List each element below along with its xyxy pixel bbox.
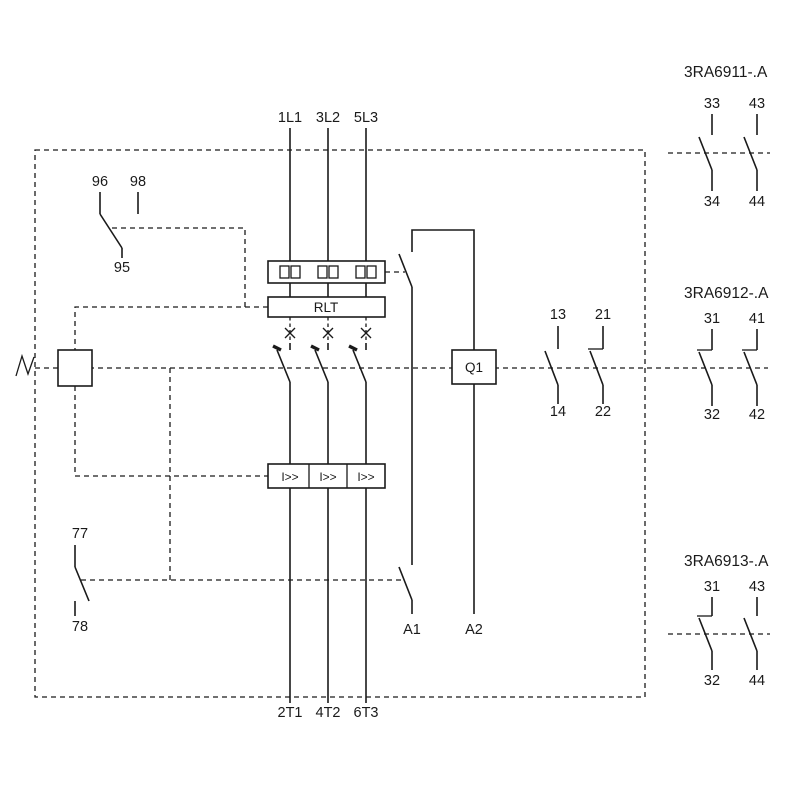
disconnect-contact-icon <box>279 265 290 279</box>
main-contact-l3-icon <box>352 349 367 383</box>
terminal-label-31: 31 <box>704 311 720 327</box>
wire-coil-top <box>411 229 475 350</box>
mechanism-to-release-link <box>74 386 268 477</box>
terminal-label-96: 96 <box>92 174 108 190</box>
nc-contact-41-42-icon <box>743 351 758 386</box>
main-contact-l1-icon <box>276 349 291 383</box>
trip-cross-icon <box>284 327 296 339</box>
no-contact-77-78-icon <box>74 566 90 602</box>
terminal-label-2t1: 2T1 <box>278 705 303 721</box>
terminal-label-1l1: 1L1 <box>278 110 302 126</box>
release-label-1: I>> <box>281 470 298 484</box>
no-contact-43-44-icon <box>743 136 758 171</box>
aux-block3-title: 3RA6913-.A <box>684 553 769 570</box>
terminal-label-14: 14 <box>550 404 566 420</box>
terminal-label-44: 44 <box>749 194 765 210</box>
nc-contact-31-32-icon <box>698 351 713 386</box>
trip-cross-icon <box>322 327 334 339</box>
release-label-2: I>> <box>319 470 336 484</box>
overload-relay-label: RLT <box>314 300 339 315</box>
terminal-label-4t2: 4T2 <box>316 705 341 721</box>
coil-label-q1: Q1 <box>465 360 483 375</box>
mechanism-contact-lower-icon <box>398 566 413 601</box>
terminal-label-43b: 43 <box>749 579 765 595</box>
terminal-label-a2: A2 <box>465 622 483 638</box>
main-contact-tick <box>272 344 282 352</box>
nc-contact-31-32b-icon <box>698 617 713 652</box>
terminal-label-32: 32 <box>704 407 720 423</box>
no-contact-43-44b-icon <box>743 617 758 652</box>
trip-signal-link <box>112 227 246 307</box>
mechanism-to-overload-link <box>74 306 268 350</box>
terminal-label-41: 41 <box>749 311 765 327</box>
terminal-label-21: 21 <box>595 307 611 323</box>
manual-operator-icon <box>15 353 35 377</box>
terminal-label-3l2: 3L2 <box>316 110 340 126</box>
terminal-label-78: 78 <box>72 619 88 635</box>
disconnect-contact-icon <box>328 265 339 279</box>
terminal-label-33: 33 <box>704 96 720 112</box>
terminal-label-6t3: 6T3 <box>354 705 379 721</box>
terminal-label-44b: 44 <box>749 673 765 689</box>
device-boundary <box>34 149 646 698</box>
terminal-label-77: 77 <box>72 526 88 542</box>
changeover-contact-icon <box>99 213 123 249</box>
terminal-label-42: 42 <box>749 407 765 423</box>
main-contact-tick <box>348 344 358 352</box>
terminal-label-98: 98 <box>130 174 146 190</box>
function-boxes <box>57 260 497 489</box>
terminal-label-13: 13 <box>550 307 566 323</box>
aux-block1-title: 3RA6911-.A <box>684 64 768 81</box>
terminal-label-32b: 32 <box>704 673 720 689</box>
terminal-label-a1: A1 <box>403 622 421 638</box>
mechanism-contact-upper-icon <box>398 253 413 288</box>
disconnect-contact-icon <box>355 265 366 279</box>
terminal-label-22: 22 <box>595 404 611 420</box>
nc-contact-21-22-icon <box>589 350 604 386</box>
mechanical-links <box>34 149 770 698</box>
no-contact-13-14-icon <box>544 350 559 386</box>
terminal-label-43: 43 <box>749 96 765 112</box>
main-contact-l2-icon <box>314 349 329 383</box>
overload-relay-box <box>267 296 386 318</box>
no-contact-33-34-icon <box>698 136 713 171</box>
disconnect-contact-icon <box>366 265 377 279</box>
disconnect-contact-icon <box>317 265 328 279</box>
trip-cross-icon <box>360 327 372 339</box>
terminal-label-5l3: 5L3 <box>354 110 378 126</box>
short-circuit-release-box <box>267 463 386 489</box>
release-label-3: I>> <box>357 470 374 484</box>
disconnect-contact-icon <box>290 265 301 279</box>
diagram-labels: 1L1 3L2 5L3 2T1 4T2 6T3 RLT I>> I>> I>> … <box>72 64 769 721</box>
circuit-wires <box>15 114 758 703</box>
terminal-label-95: 95 <box>114 260 130 276</box>
terminal-label-31b: 31 <box>704 579 720 595</box>
terminal-label-34: 34 <box>704 194 720 210</box>
aux-block2-title: 3RA6912-.A <box>684 285 769 302</box>
operating-mechanism-box <box>57 349 93 387</box>
main-contact-tick <box>310 344 320 352</box>
